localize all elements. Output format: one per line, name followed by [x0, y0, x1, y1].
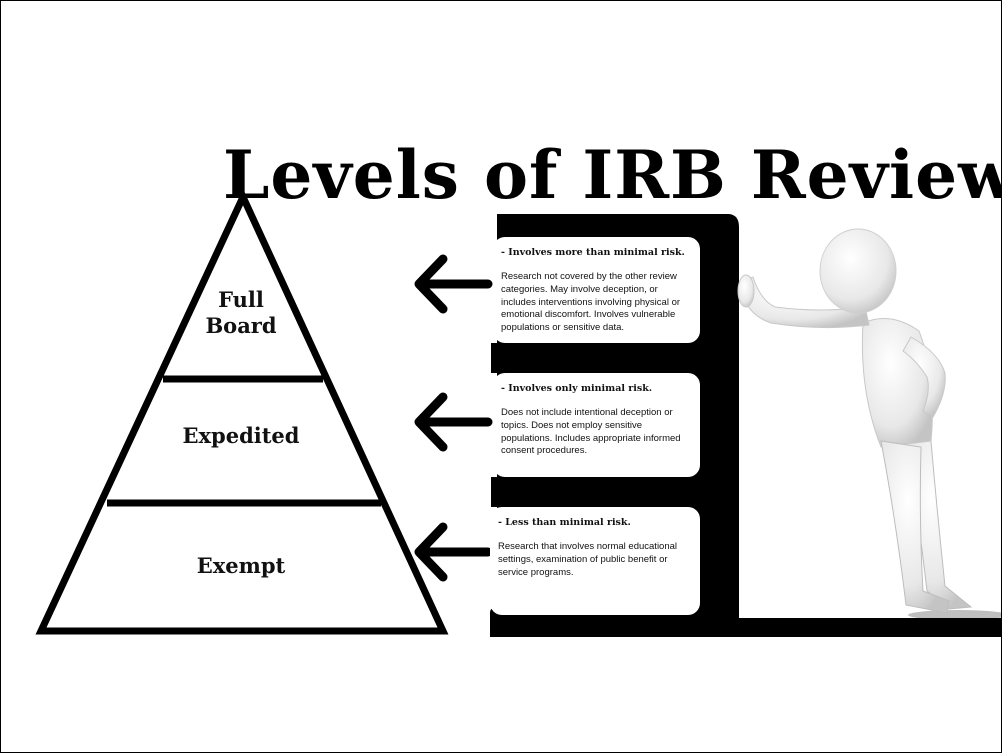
description-box-exempt: - Less than minimal risk. Research that …	[490, 507, 700, 615]
description-heading: - Involves more than minimal risk.	[501, 247, 685, 258]
leaning-figure	[737, 228, 1001, 620]
description-heading: - Less than minimal risk.	[498, 517, 631, 528]
tier-label-full-board: Full Board	[181, 287, 301, 340]
arrow-expedited	[414, 392, 493, 452]
tier-label-text: Full Board	[205, 287, 277, 339]
description-text: Does not include intentional deception o…	[501, 407, 681, 457]
description-box-expedited: - Involves only minimal risk. Does not i…	[493, 373, 700, 477]
tier-label-expedited: Expedited	[182, 423, 300, 448]
arrow-exempt	[414, 522, 493, 582]
tier-label-exempt: Exempt	[196, 553, 286, 578]
description-text: Research not covered by the other review…	[501, 271, 681, 334]
arrow-full-board	[414, 254, 493, 314]
description-text: Research that involves normal educationa…	[498, 541, 678, 578]
pyramid	[35, 188, 449, 635]
description-box-full-board: - Involves more than minimal risk. Resea…	[493, 237, 700, 343]
description-heading: - Involves only minimal risk.	[501, 383, 653, 394]
slide-title: Levels of IRB Review	[223, 136, 1002, 214]
